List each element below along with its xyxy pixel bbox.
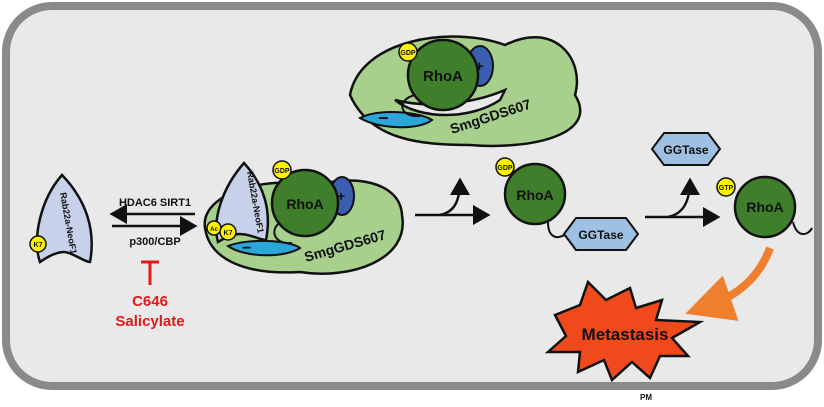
acetylation-equilibrium: HDAC6 SIRT1 p300/CBP C646 Salicylate bbox=[109, 197, 198, 330]
top-smggds-rhoa-complex: − + RhoA GDP SmgGDS607 bbox=[348, 35, 582, 148]
left-rab22a-protein: Rab22a-NeoF1 K7 bbox=[29, 173, 93, 264]
left-k7-label: K7 bbox=[34, 242, 43, 249]
metastasis-burst: Metastasis bbox=[544, 279, 705, 383]
rhoa-gtp-active: RhoA GTP bbox=[716, 175, 813, 239]
middle-k7-label: K7 bbox=[224, 230, 233, 237]
left-rab22a-shape bbox=[35, 173, 93, 264]
top-rhoa-circle bbox=[406, 38, 480, 112]
middle-k7-badge bbox=[219, 223, 237, 241]
deacetylases-label: HDAC6 SIRT1 bbox=[119, 197, 191, 209]
middle-plus-sign: + bbox=[337, 188, 345, 204]
ggtase-bound-label: GGTase bbox=[578, 228, 623, 242]
ggtase-released-label: GGTase bbox=[663, 143, 708, 157]
release-arrow-1 bbox=[415, 177, 491, 225]
p300-cbp-label: p300/CBP bbox=[129, 236, 180, 248]
top-gdp-badge bbox=[398, 42, 418, 62]
middle-gdp-badge bbox=[272, 160, 292, 180]
rhoa-ggtase-rhoa-label: RhoA bbox=[516, 187, 553, 203]
metastasis-arrow bbox=[685, 246, 774, 321]
release-arrow-2 bbox=[645, 177, 721, 227]
metastasis-burst-shape bbox=[544, 279, 705, 383]
rhoa-ggtase-gdp-badge bbox=[495, 157, 515, 177]
rhoa-ggtase-rhoa-circle bbox=[503, 162, 567, 226]
top-rhoa-label: RhoA bbox=[423, 68, 463, 85]
middle-rhoa-label: RhoA bbox=[286, 196, 323, 212]
ggtase-released-shape bbox=[650, 132, 722, 166]
middle-minus-domain bbox=[225, 239, 302, 257]
rhoa-active-circle bbox=[733, 175, 797, 239]
top-rhoa-tail bbox=[401, 94, 421, 118]
ggtase-released: GGTase bbox=[650, 132, 722, 166]
left-k7-badge bbox=[29, 235, 47, 253]
middle-rab22a-shape bbox=[215, 161, 270, 244]
ggtase-bound-shape bbox=[562, 217, 640, 251]
rhoa-ggtase-gdp-label: GDP bbox=[497, 165, 513, 172]
middle-ac-label: Ac bbox=[210, 227, 218, 233]
top-gdp-label: GDP bbox=[400, 50, 416, 57]
top-plus-sign: + bbox=[475, 58, 484, 75]
middle-ternary-complex: Rab22a-NeoF1 Ac K7 − + RhoA GDP SmgGDS60… bbox=[203, 160, 404, 275]
middle-gdp-label: GDP bbox=[274, 168, 290, 175]
inhibitor-c646: C646 bbox=[132, 293, 168, 310]
cell-boundary bbox=[2, 2, 822, 390]
footer-mark: PM bbox=[640, 393, 652, 402]
middle-minus-sign: − bbox=[242, 240, 251, 257]
gtp-badge bbox=[716, 177, 736, 197]
rhoa-ggtase-complex: RhoA GDP GGTase bbox=[495, 157, 640, 251]
metastasis-label: Metastasis bbox=[582, 325, 669, 344]
gtp-label: GTP bbox=[719, 185, 734, 192]
top-minus-sign: − bbox=[378, 108, 389, 128]
inhibitor-salicylate: Salicylate bbox=[115, 313, 184, 330]
rhoa-active-label: RhoA bbox=[746, 199, 783, 215]
middle-rhoa-circle bbox=[270, 168, 340, 238]
rhoa-active-tail bbox=[792, 221, 813, 235]
